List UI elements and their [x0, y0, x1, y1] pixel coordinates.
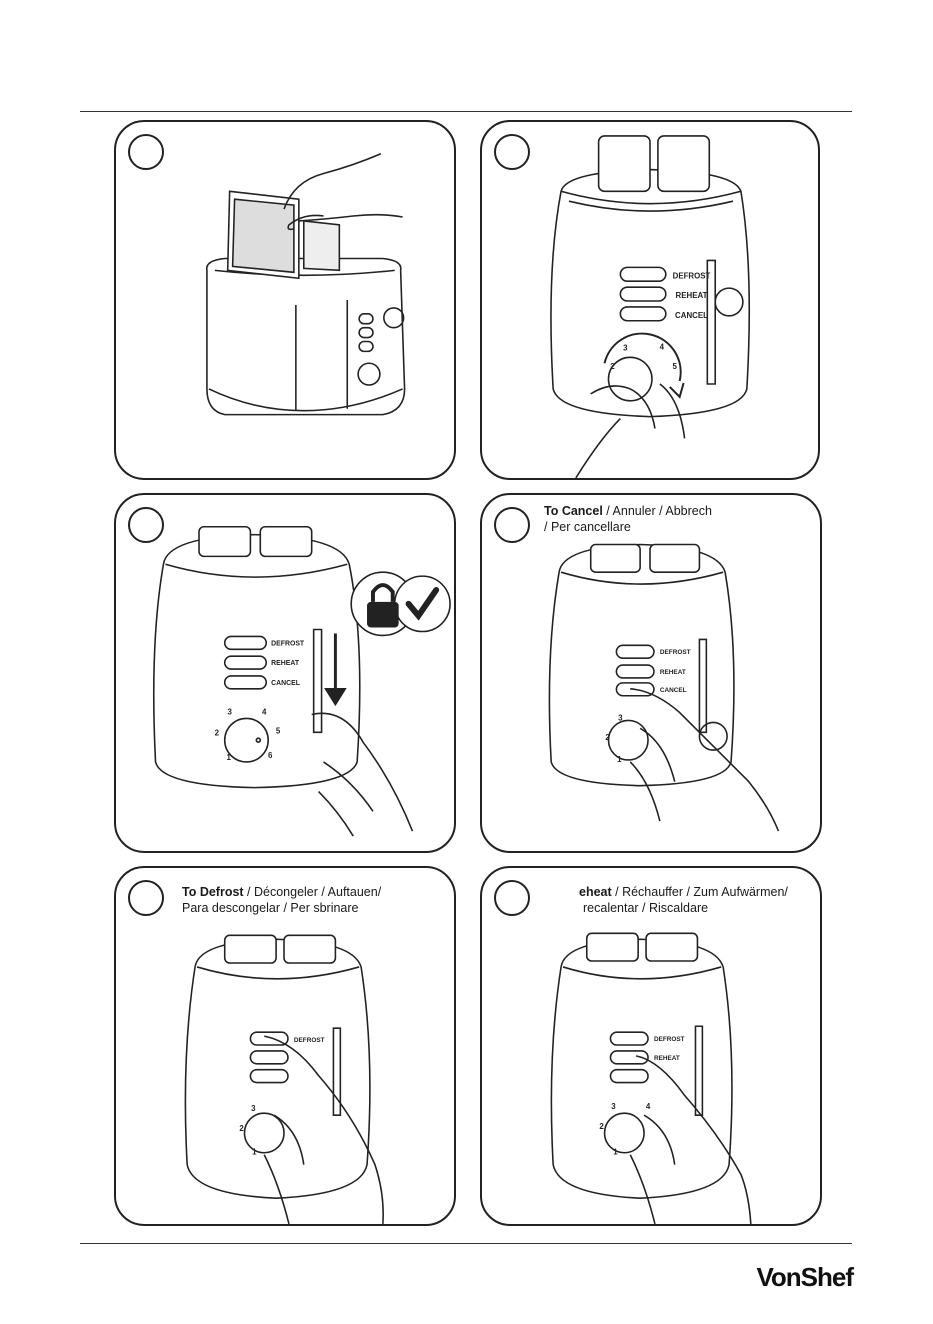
defrost-caption-rest: / Décongeler / Auftauen/: [243, 885, 382, 899]
dial-number-3: 3: [251, 1104, 256, 1113]
toaster-lever-lock-illustration: DEFROST REHEAT CANCEL 1 2 3 4 5 6: [152, 525, 451, 837]
defrost-label: DEFROST: [673, 271, 711, 280]
reheat-caption-rest: / Réchauffer / Zum Aufwärmen/: [611, 885, 788, 899]
dial-number-1: 1: [617, 755, 622, 764]
reheat-label: REHEAT: [654, 1055, 680, 1062]
brand-logo: VonShef: [756, 1262, 854, 1292]
defrost-caption-line2: Para descongelar / Per sbrinare: [182, 901, 359, 915]
reheat-caption: eheat / Réchauffer / Zum Aufwärmen/ reca…: [579, 884, 788, 916]
reheat-caption-bold: eheat: [579, 885, 612, 899]
defrost-label: DEFROST: [660, 649, 691, 656]
dial-number-6: 6: [268, 751, 273, 760]
dial-number-3: 3: [227, 708, 232, 717]
cancel-caption: To Cancel / Annuler / Abbrech / Per canc…: [544, 503, 712, 535]
cancel-caption-bold: To Cancel: [544, 504, 603, 518]
reheat-caption-line2: recalentar / Riscaldare: [583, 901, 709, 915]
step-number-circle: [494, 880, 530, 916]
dial-number-4: 4: [660, 342, 665, 351]
bottom-rule: [80, 1243, 852, 1244]
toaster-cancel-illustration: DEFROST REHEAT CANCEL 1 2 3: [548, 543, 780, 832]
step-number-circle: [494, 507, 530, 543]
dial-number-4: 4: [646, 1102, 651, 1111]
dial-number-5: 5: [276, 726, 281, 735]
reheat-label: REHEAT: [676, 291, 708, 300]
dial-number-3: 3: [618, 713, 623, 722]
step-panel-4: To Cancel / Annuler / Abbrech / Per canc…: [480, 493, 822, 853]
dial-number-4: 4: [262, 708, 267, 717]
dial-number-2: 2: [610, 362, 615, 371]
defrost-label: DEFROST: [271, 640, 305, 647]
step-panel-1: [114, 120, 456, 480]
step-panel-2: DEFROST REHEAT CANCEL 2 3 4 5: [480, 120, 820, 480]
dial-number-1: 1: [252, 1148, 257, 1157]
dial-number-2: 2: [239, 1124, 244, 1133]
step-panel-6: eheat / Réchauffer / Zum Aufwärmen/ reca…: [480, 866, 822, 1226]
toaster-browning-dial-illustration: DEFROST REHEAT CANCEL 2 3 4 5: [550, 135, 751, 478]
defrost-label: DEFROST: [294, 1037, 325, 1044]
top-rule: [80, 111, 852, 112]
dial-number-1: 1: [613, 1148, 618, 1157]
dial-number-1: 1: [226, 753, 231, 762]
step-number-circle: [128, 880, 164, 916]
defrost-caption-bold: To Defrost: [182, 885, 244, 899]
defrost-caption: To Defrost / Décongeler / Auftauen/ Para…: [182, 884, 381, 916]
reheat-label: REHEAT: [271, 660, 300, 667]
cancel-caption-rest: / Annuler / Abbrech: [602, 504, 712, 518]
reheat-label: REHEAT: [660, 669, 686, 676]
dial-number-3: 3: [611, 1102, 616, 1111]
step-panel-3: DEFROST REHEAT CANCEL 1 2 3 4 5 6: [114, 493, 456, 853]
toaster-reheat-illustration: DEFROST REHEAT 1 2 3 4: [550, 932, 752, 1224]
dial-number-2: 2: [605, 733, 610, 742]
step-panel-5: To Defrost / Décongeler / Auftauen/ Para…: [114, 866, 456, 1226]
dial-number-5: 5: [673, 362, 678, 371]
step-number-circle: [128, 507, 164, 543]
cancel-caption-line2: / Per cancellare: [544, 520, 631, 534]
toaster-insert-bread-illustration: [205, 153, 406, 416]
dial-number-2: 2: [599, 1122, 604, 1131]
step-number-circle: [128, 134, 164, 170]
step-number-circle: [494, 134, 530, 170]
defrost-label: DEFROST: [654, 1036, 685, 1043]
dial-number-3: 3: [623, 343, 628, 352]
toaster-defrost-illustration: DEFROST 1 2 3: [184, 934, 384, 1224]
cancel-label: CANCEL: [675, 311, 708, 320]
cancel-label: CANCEL: [660, 687, 687, 694]
dial-number-2: 2: [215, 728, 220, 737]
cancel-label: CANCEL: [271, 680, 300, 687]
